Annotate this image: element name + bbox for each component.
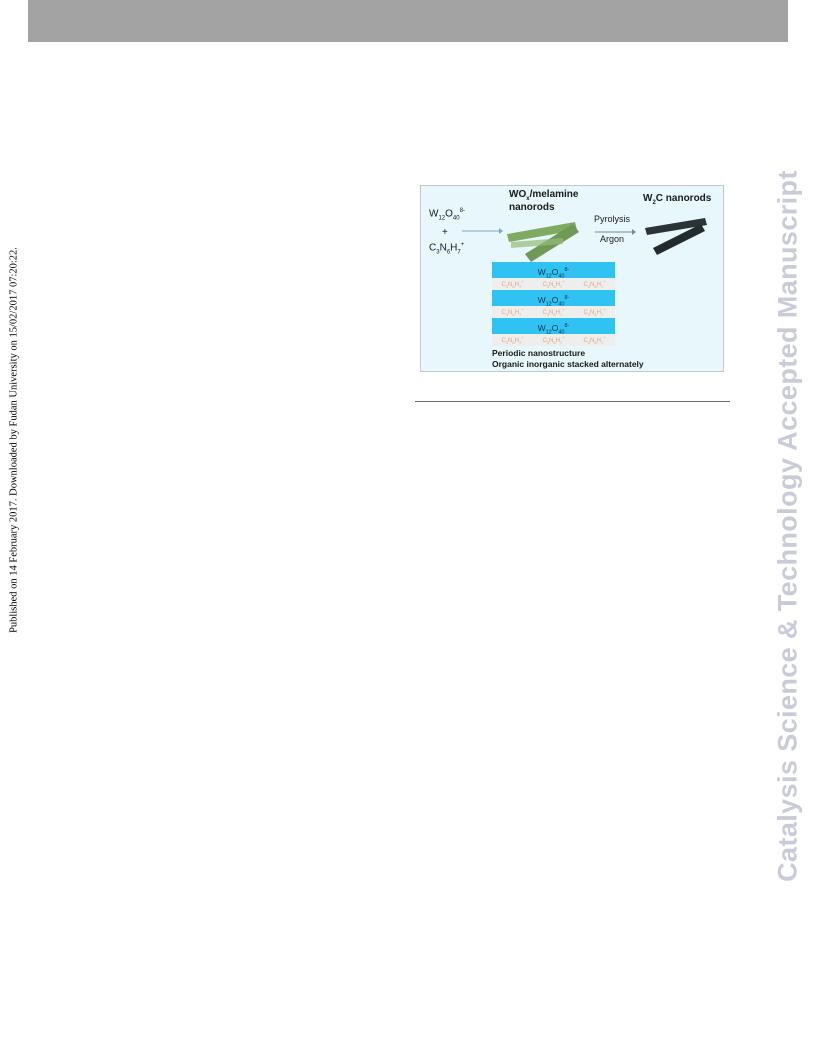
organic-cation: C3N6H7+ [501,334,524,346]
journal-watermark-text: Catalysis Science & Technology Accepted … [772,170,803,882]
green-nanorods-illustration [507,222,579,262]
tungstate-layer: W12O408- [492,290,615,308]
organic-cation: C3N6H7+ [542,278,565,290]
figure-caption-line1: Periodic nanostructure [492,348,586,358]
figure-divider [415,401,730,402]
reactant-melamine-ion: C3N6H7+ [429,242,465,256]
intermediate-label: WOx/melamine [509,189,579,202]
organic-cation: C3N6H7+ [583,278,606,290]
dark-nanorods-illustration [645,218,707,255]
tungstate-layer: W12O408- [492,262,615,280]
organic-layer: C3N6H7+ C3N6H7+ C3N6H7+ [492,278,615,290]
condition-pyrolysis: Pyrolysis [594,214,631,224]
header-bar [28,0,788,42]
product-label: W2C nanorods [643,193,712,206]
organic-cation: C3N6H7+ [501,306,524,318]
organic-cation: C3N6H7+ [542,306,565,318]
intermediate-label-line2: nanorods [509,202,555,213]
figure-caption-line2: Organic inorganic stacked alternately [492,359,644,369]
organic-cation: C3N6H7+ [583,334,606,346]
tungstate-layer: W12O408- [492,318,615,336]
reactant-tungstate: W12O408- [429,208,465,222]
organic-cation: C3N6H7+ [583,306,606,318]
organic-cation: C3N6H7+ [501,278,524,290]
publication-note-text: Published on 14 February 2017. Downloade… [8,247,20,633]
organic-layer: C3N6H7+ C3N6H7+ C3N6H7+ [492,306,615,318]
organic-cation: C3N6H7+ [542,334,565,346]
arrow-icon [462,228,503,234]
organic-layer: C3N6H7+ C3N6H7+ C3N6H7+ [492,334,615,346]
plus-sign: + [442,227,448,238]
condition-argon: Argon [600,234,625,244]
graphical-abstract-figure: W12O408- + C3N6H7+ WOx/melamine nanorods… [420,185,724,372]
arrow-icon [595,229,636,235]
